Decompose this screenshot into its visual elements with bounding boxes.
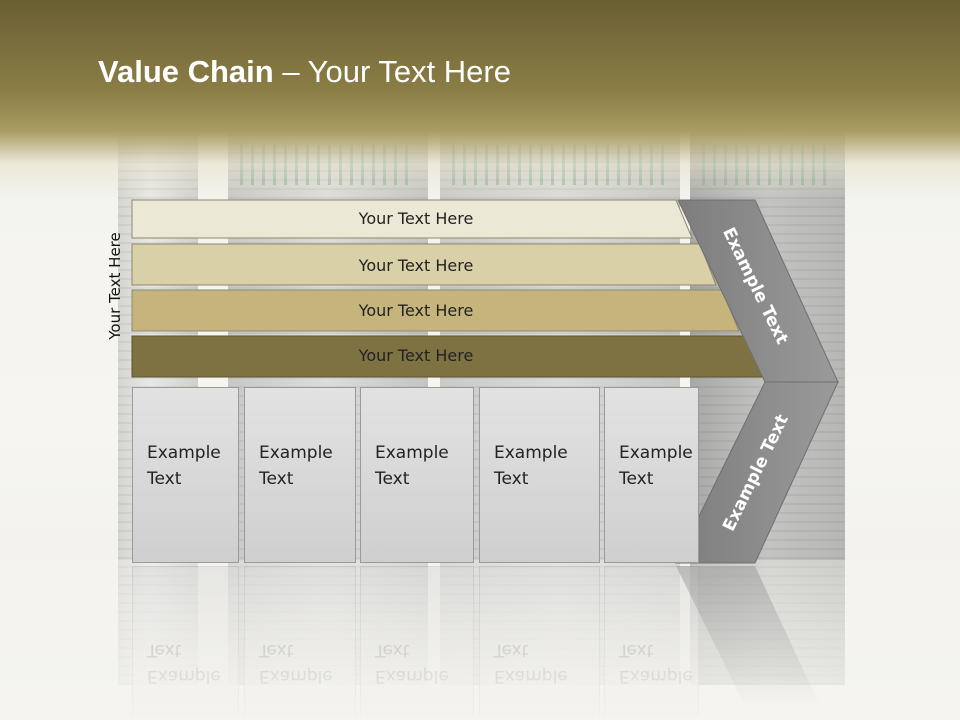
box-text-line1: Example (259, 443, 333, 463)
bar-label-1: Your Text Here (358, 209, 474, 228)
box-text-line2: Text (259, 469, 294, 489)
box-text-line2: Text (147, 469, 182, 489)
header-band (0, 0, 960, 200)
bar-label-4: Your Text Here (358, 346, 474, 365)
box-text-line2: Text (375, 469, 410, 489)
bar-label-3: Your Text Here (358, 301, 474, 320)
chevron-reflection (676, 566, 820, 706)
bar-shape-1 (131, 199, 693, 239)
box-text-line1: Example (375, 443, 449, 463)
bar-shape-3 (131, 289, 740, 332)
box-text-line1: Example (147, 443, 221, 463)
title-rest: – Your Text Here (273, 54, 511, 89)
bar-label-2: Your Text Here (358, 256, 474, 275)
box-text-line2: Text (619, 469, 654, 489)
box-text-line1: Example (494, 443, 568, 463)
chevron-lower (675, 381, 839, 564)
box-text-line2: Text (494, 469, 529, 489)
bar-shape-2 (131, 243, 717, 286)
slide-title: Value Chain – Your Text Here (98, 54, 511, 90)
box-text-line1: Example (619, 443, 693, 463)
title-bold: Value Chain (98, 54, 274, 89)
